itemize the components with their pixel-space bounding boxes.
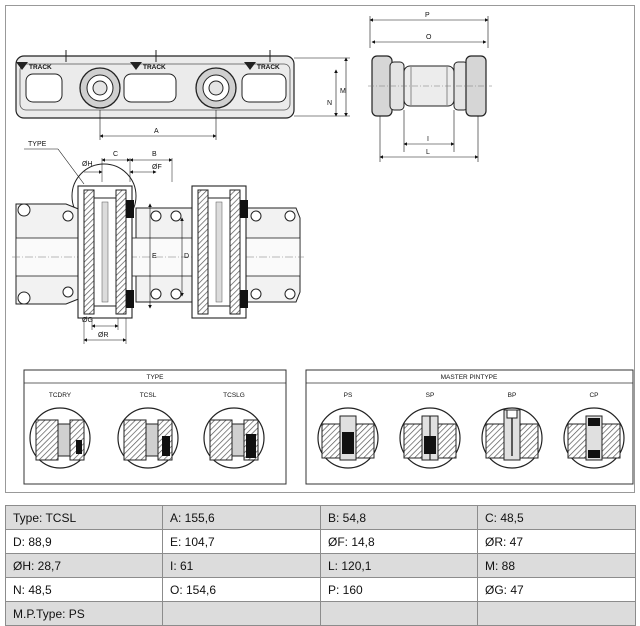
- master-option-cp: CP: [563, 392, 625, 469]
- spec-cell: ØF: 14,8: [320, 529, 478, 554]
- dim-OH: ØH: [82, 161, 93, 168]
- chain-section-view: TYPE C B ØF ØH: [12, 141, 304, 344]
- table-row: N: 48,5 O: 154,6 P: 160 ØG: 47: [5, 577, 636, 602]
- type-callout-label: TYPE: [28, 141, 47, 148]
- type-option-tcslg: TCSLG: [203, 392, 265, 469]
- spec-cell: [320, 601, 478, 626]
- dim-D: D: [184, 253, 189, 260]
- table-row: ØH: 28,7 I: 61 L: 120,1 M: 88: [5, 553, 636, 578]
- spec-cell: E: 104,7: [162, 529, 321, 554]
- master-label-4: CP: [589, 392, 598, 399]
- spec-cell: B: 54,8: [320, 505, 478, 530]
- dim-OF: ØF: [152, 164, 162, 171]
- spec-cell: ØR: 47: [477, 529, 636, 554]
- spec-table: Type: TCSL A: 155,6 B: 54,8 C: 48,5 D: 8…: [5, 505, 636, 626]
- dim-OR: ØR: [98, 332, 109, 339]
- dim-OG: ØG: [82, 317, 93, 324]
- master-label-2: SP: [426, 392, 435, 399]
- brand-label-2: TRACK: [143, 64, 166, 71]
- spec-cell: [162, 601, 321, 626]
- dim-B: B: [152, 151, 157, 158]
- type-label-1: TCDRY: [49, 392, 72, 399]
- master-pintype-panel: MASTER PINTYPE PS SP: [305, 369, 634, 485]
- track-logo: TRACK: [16, 62, 52, 71]
- brand-label-1: TRACK: [29, 64, 52, 71]
- type-label-2: TCSL: [140, 392, 157, 399]
- spec-cell: C: 48,5: [477, 505, 636, 530]
- spec-cell: O: 154,6: [162, 577, 321, 602]
- dim-M: M: [340, 88, 346, 95]
- spec-cell: ØH: 28,7: [5, 553, 163, 578]
- spec-cell: D: 88,9: [5, 529, 163, 554]
- master-option-sp: SP: [399, 392, 461, 469]
- dim-P: P: [425, 12, 430, 19]
- dim-E: E: [152, 253, 157, 260]
- track-logo: TRACK: [130, 62, 166, 71]
- spec-cell: N: 48,5: [5, 577, 163, 602]
- drawing-svg: TRACK TRACK TRACK N M: [12, 12, 634, 485]
- table-row: D: 88,9 E: 104,7 ØF: 14,8 ØR: 47: [5, 529, 636, 554]
- spec-cell: Type: TCSL: [5, 505, 163, 530]
- type-option-tcsl: TCSL: [117, 392, 179, 469]
- dim-L: L: [426, 149, 430, 156]
- master-option-ps: PS: [317, 392, 379, 469]
- technical-drawing: TRACK TRACK TRACK N M: [5, 5, 635, 493]
- dim-N: N: [327, 100, 332, 107]
- type-panel-title: TYPE: [147, 374, 165, 381]
- spec-cell: M: 88: [477, 553, 636, 578]
- master-option-bp: BP: [481, 392, 543, 469]
- dim-O: O: [426, 34, 432, 41]
- spec-cell: L: 120,1: [320, 553, 478, 578]
- master-panel-title: MASTER PINTYPE: [441, 374, 498, 381]
- spec-cell: ØG: 47: [477, 577, 636, 602]
- master-label-3: BP: [508, 392, 517, 399]
- brand-label-3: TRACK: [257, 64, 280, 71]
- master-label-1: PS: [344, 392, 353, 399]
- spec-cell: [477, 601, 636, 626]
- table-row: M.P.Type: PS: [5, 601, 636, 626]
- chain-top-view: TRACK TRACK TRACK N M: [15, 50, 350, 140]
- dim-A: A: [154, 128, 159, 135]
- spec-cell: P: 160: [320, 577, 478, 602]
- spec-cell: M.P.Type: PS: [5, 601, 163, 626]
- dim-I: I: [427, 136, 429, 143]
- spec-cell: A: 155,6: [162, 505, 321, 530]
- type-label-3: TCSLG: [223, 392, 245, 399]
- type-option-tcdry: TCDRY: [29, 392, 91, 469]
- pin-side-view: P O I: [368, 12, 492, 162]
- track-logo: TRACK: [244, 62, 280, 71]
- table-row: Type: TCSL A: 155,6 B: 54,8 C: 48,5: [5, 505, 636, 530]
- spec-cell: I: 61: [162, 553, 321, 578]
- dim-C: C: [113, 151, 118, 158]
- type-panel: TYPE TCDRY TCSL: [23, 369, 287, 485]
